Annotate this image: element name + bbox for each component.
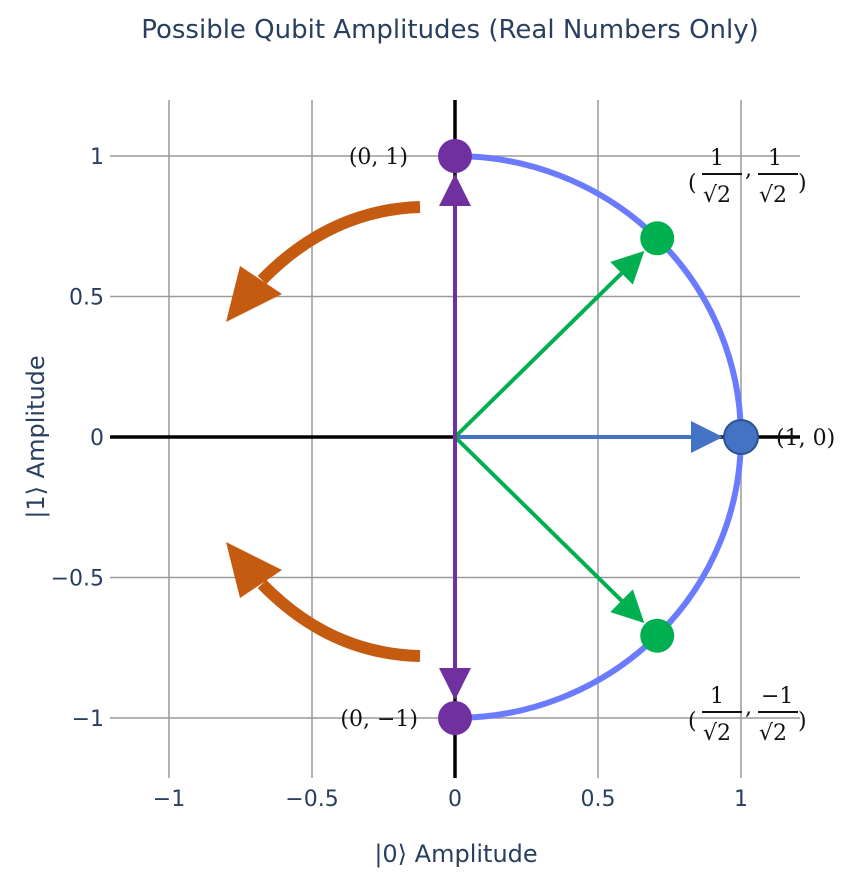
rotation-arrow-upper (226, 201, 421, 322)
x-tick-label: −0.5 (285, 787, 338, 812)
y-tick-label: 0 (90, 426, 104, 451)
label-0-1: (0, 1) (349, 145, 408, 170)
label-comma: , (745, 157, 752, 182)
x-axis-title: |0⟩ Amplitude (374, 840, 537, 868)
label-1-0: (1, 0) (776, 426, 835, 451)
amplitude-vectors (439, 174, 723, 700)
data-point (640, 618, 675, 653)
y-axis-title: |1⟩ Amplitude (22, 355, 50, 518)
label-0-minus1: (0, −1) (340, 707, 418, 732)
amplitude-points (438, 139, 759, 735)
data-point (438, 701, 472, 735)
label-num-2: 1 (768, 146, 782, 171)
y-tick-labels: −1 −0.5 0 0.5 1 (51, 145, 104, 732)
vector-arrow (453, 250, 645, 439)
data-point (438, 139, 472, 173)
y-tick-label: 0.5 (69, 286, 104, 311)
y-tick-label: 1 (90, 145, 104, 170)
vector-arrow (453, 435, 645, 624)
label-inv-sqrt2-pair: ( 1 √2 , 1 √2 ) (688, 146, 807, 208)
x-tick-label: 1 (734, 787, 748, 812)
label-paren-open: ( (688, 709, 697, 734)
x-tick-labels: −1 −0.5 0 0.5 1 (153, 787, 748, 812)
label-den-1: √2 (703, 721, 731, 746)
y-tick-label: −1 (72, 707, 104, 732)
y-tick-label: −0.5 (51, 567, 104, 592)
label-comma: , (745, 695, 752, 720)
chart-title: Possible Qubit Amplitudes (Real Numbers … (141, 15, 759, 45)
label-num-2: −1 (761, 684, 793, 709)
label-den-2: √2 (759, 183, 787, 208)
x-tick-label: 0.5 (581, 787, 616, 812)
label-paren-open: ( (688, 171, 697, 196)
data-point (723, 419, 759, 455)
label-den-2: √2 (759, 721, 787, 746)
rotation-arrow-lower (226, 542, 421, 662)
label-inv-sqrt2-neg-pair: ( 1 √2 , −1 √2 ) (688, 684, 807, 746)
label-num-1: 1 (710, 684, 724, 709)
x-tick-label: −1 (153, 787, 185, 812)
label-num-1: 1 (710, 146, 724, 171)
label-paren-close: ) (798, 171, 807, 196)
label-paren-close: ) (798, 709, 807, 734)
x-tick-label: 0 (448, 787, 462, 812)
data-point (640, 221, 675, 256)
label-den-1: √2 (703, 183, 731, 208)
